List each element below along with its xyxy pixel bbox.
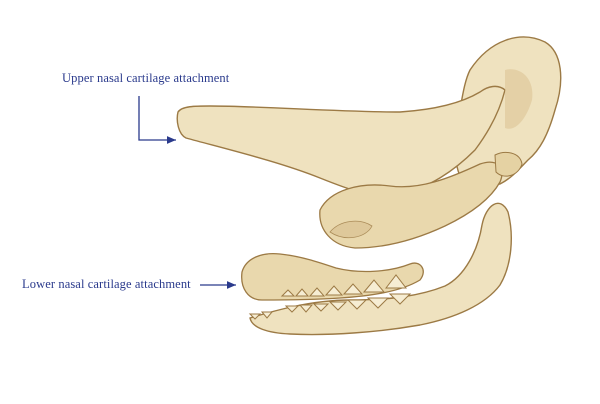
lower-teeth bbox=[248, 293, 412, 320]
mandible bbox=[249, 202, 512, 336]
occipital-condyle bbox=[494, 151, 523, 177]
lower-nasal-cartilage-label: Lower nasal cartilage attachment bbox=[22, 277, 191, 291]
upper-teeth bbox=[280, 274, 408, 297]
crest-shadow bbox=[505, 69, 533, 129]
nasal-bone bbox=[176, 85, 506, 198]
upper-leader-line bbox=[138, 96, 176, 144]
orbit-shadow bbox=[329, 220, 373, 239]
upper-nasal-cartilage-label: Upper nasal cartilage attachment bbox=[62, 71, 230, 85]
